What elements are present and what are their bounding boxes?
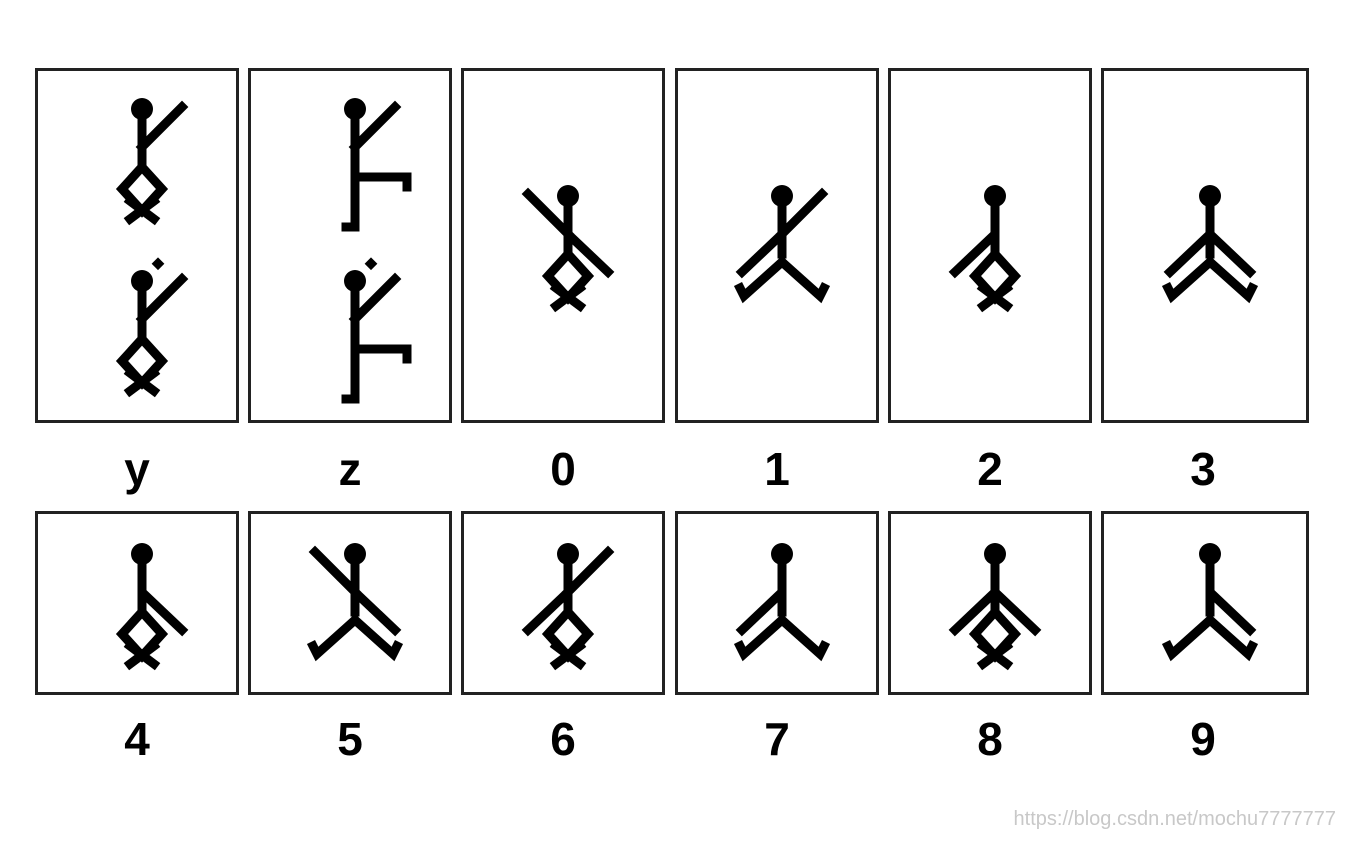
head-dot	[131, 543, 153, 565]
right-leg-line	[348, 613, 404, 662]
left-leg-line	[1161, 613, 1217, 662]
cipher-cell-5	[248, 511, 452, 695]
cipher-cell-6	[461, 511, 665, 695]
box-arm-line	[350, 172, 412, 192]
dancing-man-figure	[306, 543, 404, 662]
dancing-man-figure	[948, 543, 1042, 671]
head-dot	[984, 185, 1006, 207]
dancing-man-figure	[1161, 543, 1259, 662]
dancing-man-figure	[115, 257, 189, 398]
head-dot	[557, 543, 579, 565]
dancing-man-figure	[948, 185, 1022, 313]
head-dot	[984, 543, 1006, 565]
arm-line	[561, 545, 615, 599]
cipher-cell-8	[888, 511, 1092, 695]
arm-line	[1205, 229, 1257, 279]
right-leg-line	[775, 255, 831, 304]
arm-line	[1205, 587, 1257, 637]
cell-label-z: z	[338, 443, 362, 495]
dancing-man-figure	[341, 98, 412, 232]
head-dot	[771, 543, 793, 565]
cipher-cell-y	[35, 68, 239, 423]
arm-line	[735, 587, 787, 637]
arm-line	[135, 100, 189, 154]
cipher-cell-7	[675, 511, 879, 695]
arm-line	[521, 187, 575, 241]
crossed-foot-line	[976, 281, 1014, 313]
arm-line	[948, 229, 1000, 279]
head-dot	[344, 98, 366, 120]
arm-line	[348, 100, 402, 154]
cipher-cell-0	[461, 68, 665, 423]
dancing-man-figure	[1161, 185, 1259, 304]
cell-label-4: 4	[124, 713, 150, 765]
left-leg-line	[306, 613, 362, 662]
head-dot	[131, 98, 153, 120]
cell-label-8: 8	[977, 713, 1003, 765]
head-dot	[1199, 543, 1221, 565]
cipher-cell-9	[1101, 511, 1309, 695]
cell-label-1: 1	[764, 443, 790, 495]
cell-label-5: 5	[337, 713, 363, 765]
dancing-man-figure	[521, 543, 615, 671]
arm-line	[308, 545, 362, 599]
left-leg-line	[733, 613, 789, 662]
arm-line	[137, 587, 189, 637]
head-dot	[557, 185, 579, 207]
flag-mark	[364, 257, 378, 271]
cipher-cell-2	[888, 68, 1092, 423]
crossed-foot-line	[123, 366, 161, 398]
dancing-man-figure	[733, 543, 831, 662]
arm-line	[563, 229, 615, 279]
head-dot	[344, 543, 366, 565]
crossed-foot-line	[549, 281, 587, 313]
cell-label-2: 2	[977, 443, 1003, 495]
arm-line	[775, 187, 829, 241]
cell-label-3: 3	[1190, 443, 1216, 495]
arm-line	[735, 229, 787, 279]
dancing-man-figure	[115, 543, 189, 671]
box-arm-line	[350, 344, 412, 364]
head-dot	[771, 185, 793, 207]
left-leg-line	[1161, 255, 1217, 304]
flag-mark	[151, 257, 165, 271]
dancing-man-figure	[733, 185, 831, 304]
cell-label-y: y	[124, 443, 150, 495]
dancing-man-figure	[115, 98, 189, 226]
cell-label-7: 7	[764, 713, 790, 765]
head-dot	[1199, 185, 1221, 207]
cipher-cell-4	[35, 511, 239, 695]
arm-line	[990, 587, 1042, 637]
head-dot	[131, 270, 153, 292]
cipher-cell-z	[248, 68, 452, 423]
crossed-foot-line	[976, 639, 1014, 671]
watermark: https://blog.csdn.net/mochu7777777	[1013, 808, 1336, 830]
arm-line	[521, 587, 573, 637]
cipher-cell-3	[1101, 68, 1309, 423]
arm-line	[348, 272, 402, 326]
left-leg-line	[733, 255, 789, 304]
right-leg-line	[1203, 255, 1259, 304]
right-leg-line	[775, 613, 831, 662]
arm-line	[350, 587, 402, 637]
arm-line	[1163, 229, 1215, 279]
cell-label-0: 0	[550, 443, 576, 495]
arm-line	[135, 272, 189, 326]
arm-line	[948, 587, 1000, 637]
dancing-man-figure	[341, 257, 412, 404]
cell-label-9: 9	[1190, 713, 1216, 765]
dancing-man-figure	[521, 185, 615, 313]
head-dot	[344, 270, 366, 292]
crossed-foot-line	[549, 639, 587, 671]
cipher-cell-1	[675, 68, 879, 423]
crossed-foot-line	[123, 639, 161, 671]
right-leg-line	[1203, 613, 1259, 662]
cell-label-6: 6	[550, 713, 576, 765]
crossed-foot-line	[123, 194, 161, 226]
